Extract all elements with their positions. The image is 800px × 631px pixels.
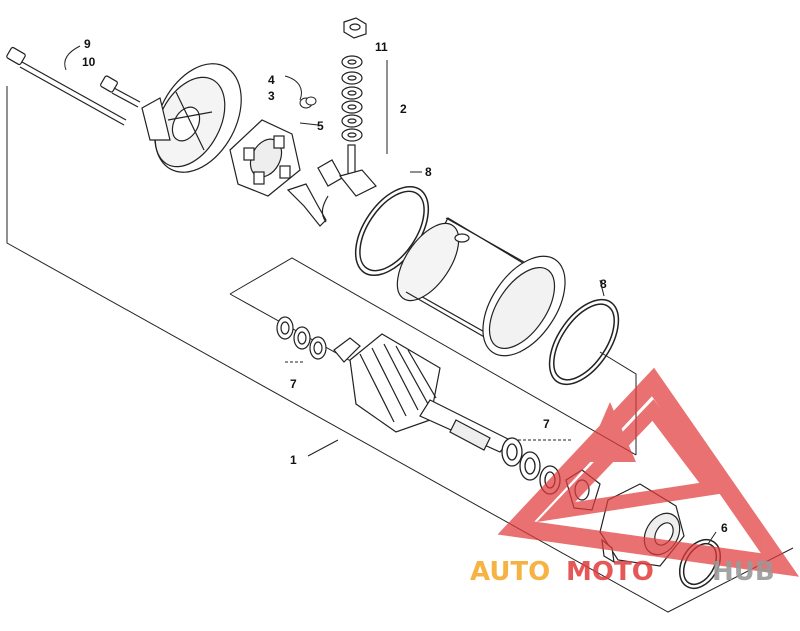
callout-5: 5 bbox=[317, 119, 324, 133]
callout-1: 1 bbox=[290, 453, 297, 467]
brush-spring bbox=[299, 96, 317, 109]
logo-outer-triangle bbox=[497, 367, 800, 577]
callout-9: 9 bbox=[84, 37, 91, 51]
terminal-nut bbox=[343, 17, 367, 39]
logo-wordmark: AUTO MOTO HUB bbox=[470, 557, 775, 587]
brush-terminal-assembly bbox=[286, 144, 377, 227]
armature bbox=[333, 333, 511, 453]
callout-8-upper: 8 bbox=[425, 165, 432, 179]
callout-6: 6 bbox=[721, 521, 728, 535]
yoke-housing bbox=[396, 217, 566, 357]
callout-leaders bbox=[299, 122, 717, 545]
callout-7-right: 7 bbox=[543, 417, 550, 431]
automotohub-logo bbox=[497, 367, 800, 577]
callout-4: 4 bbox=[268, 73, 275, 87]
callout-7-left: 7 bbox=[290, 377, 297, 391]
washers-left bbox=[276, 316, 327, 360]
washer-stack bbox=[341, 55, 363, 142]
callout-8-lower: 8 bbox=[600, 277, 607, 291]
brush-holder bbox=[229, 119, 301, 197]
short-screw bbox=[100, 75, 141, 108]
callout-10: 10 bbox=[82, 55, 96, 69]
wordmark-auto: AUTO bbox=[470, 557, 550, 587]
callout-labels: 1 2 3 4 5 6 7 7 8 8 9 10 11 bbox=[82, 37, 728, 535]
leader-4-3 bbox=[284, 75, 302, 101]
logo-peak bbox=[584, 402, 636, 462]
callout-3: 3 bbox=[268, 89, 275, 103]
o-ring-lower bbox=[548, 298, 620, 386]
callout-11: 11 bbox=[375, 40, 388, 54]
rear-end-cap bbox=[141, 63, 242, 173]
wordmark-moto: MOTO bbox=[566, 557, 654, 587]
leader-9-10 bbox=[64, 45, 81, 71]
group-1-bracket bbox=[6, 86, 794, 613]
callout-2: 2 bbox=[400, 102, 407, 116]
through-bolt bbox=[6, 46, 127, 126]
wordmark-hub: HUB bbox=[712, 557, 775, 587]
